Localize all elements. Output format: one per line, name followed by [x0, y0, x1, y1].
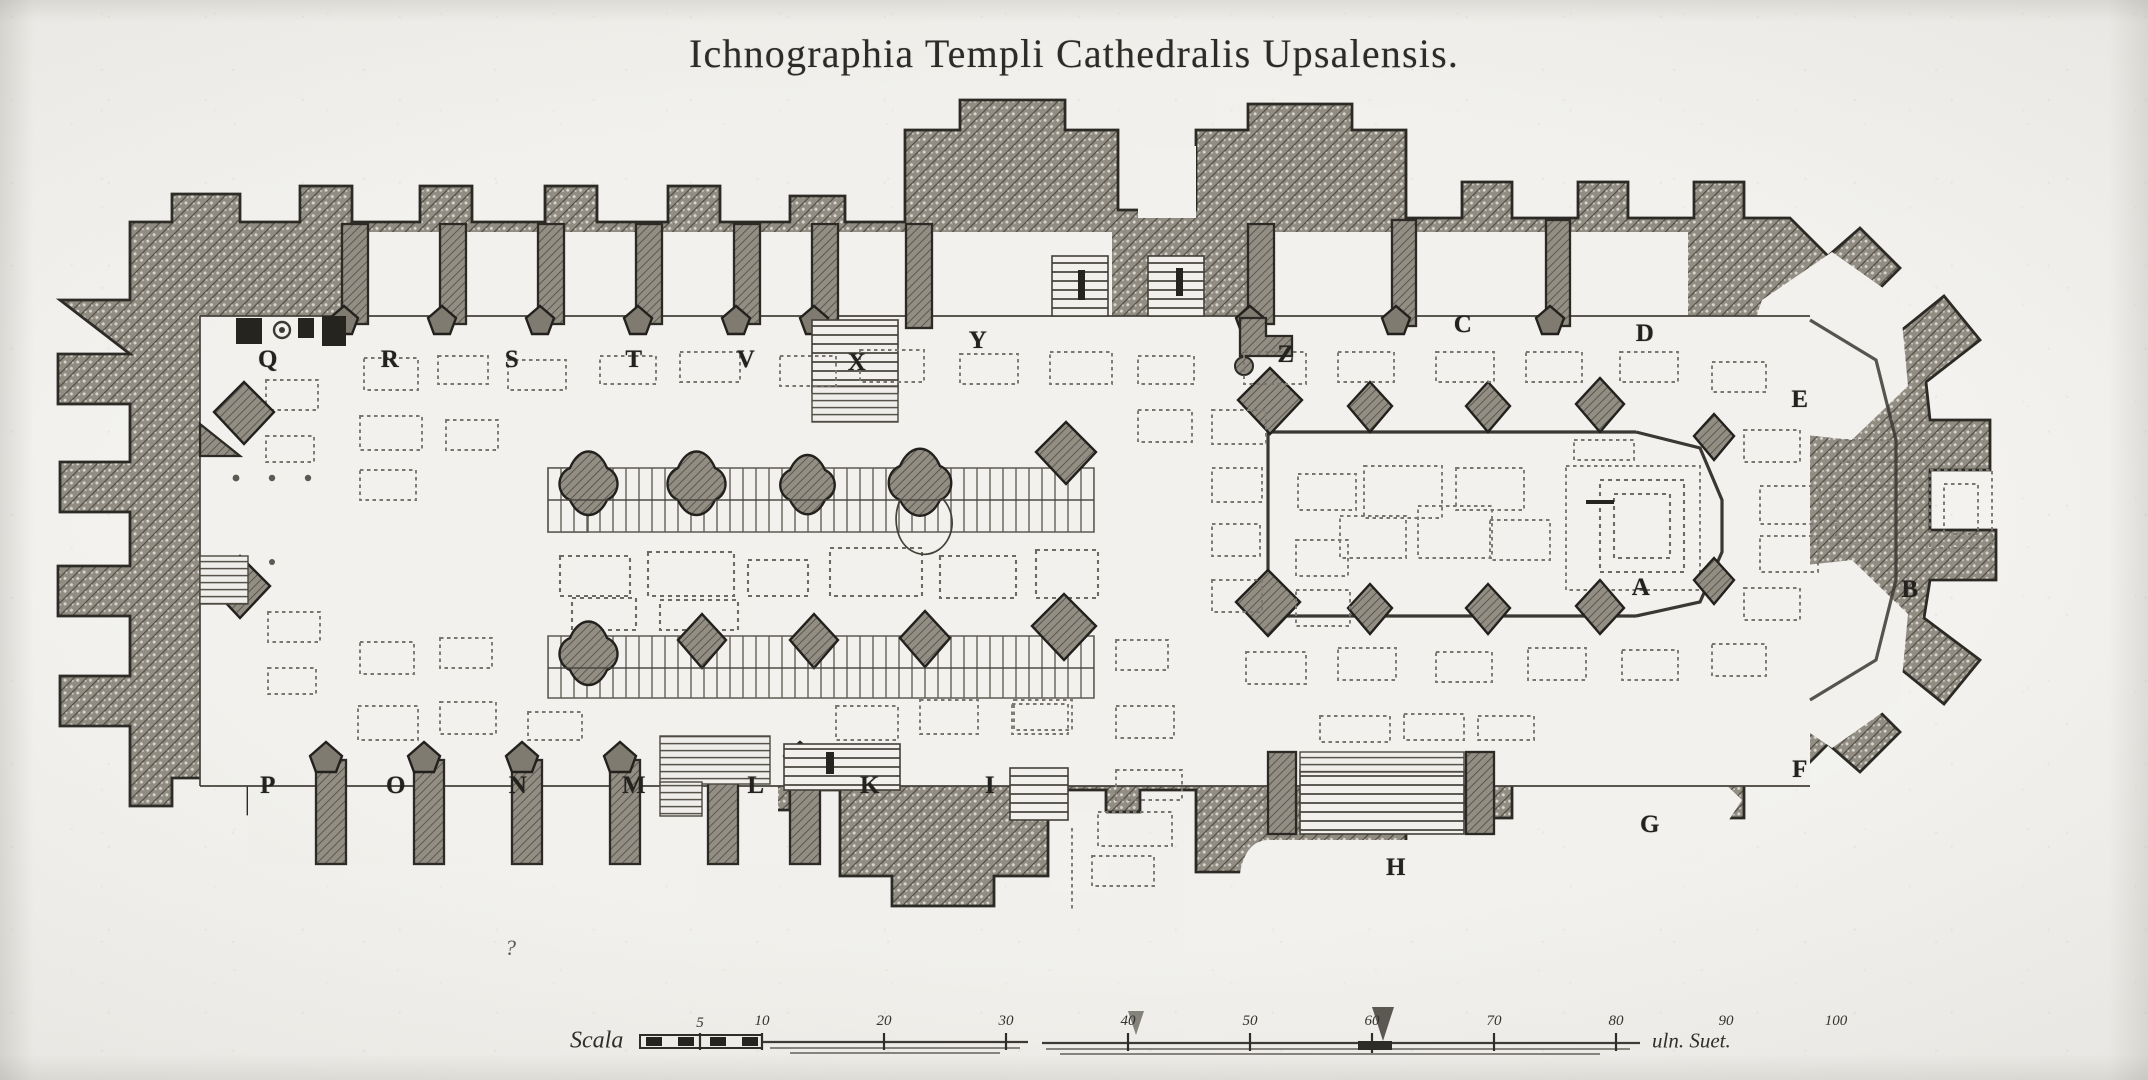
- scale-tick-60: 60: [1364, 1013, 1380, 1029]
- north-porch-stairs: [1051, 255, 1205, 317]
- label-A: A: [1631, 574, 1651, 601]
- page-title: Ichnographia Templi Cathedralis Upsalens…: [688, 31, 1460, 76]
- scale-tick-10: 10: [754, 1013, 770, 1029]
- label-T: T: [625, 346, 643, 373]
- label-D: D: [1635, 320, 1655, 347]
- scale-tick-90: 90: [1718, 1013, 1734, 1029]
- label-Q: Q: [258, 346, 278, 373]
- label-P: P: [260, 772, 276, 799]
- south-chapel-walls: [308, 735, 1069, 866]
- label-L: L: [747, 772, 765, 799]
- label-B: B: [1901, 576, 1919, 603]
- scale-label-right: uln. Suet.: [1652, 1028, 1731, 1053]
- label-O: O: [386, 772, 406, 799]
- north-chapel-walls: [198, 222, 934, 458]
- label-Y: Y: [968, 327, 988, 354]
- northeast-chapel-walls: [1234, 218, 1572, 376]
- label-E: E: [1791, 386, 1809, 413]
- scale-tick-5: 5: [696, 1015, 704, 1031]
- scale-tick-100: 100: [1824, 1013, 1848, 1029]
- label-S: S: [504, 346, 520, 373]
- label-X: X: [847, 349, 867, 376]
- porch-markings: [1013, 699, 1183, 912]
- label-Z: Z: [1277, 341, 1295, 368]
- choir-and-ambulatory: [1211, 318, 1993, 702]
- label-F: F: [1792, 756, 1808, 783]
- scale-tick-80: 80: [1608, 1013, 1624, 1029]
- label-V: V: [736, 346, 756, 373]
- nave-seating-and-piers: [199, 349, 1195, 741]
- scale-bar: Scala uln. Suet.: [0, 1005, 2148, 1075]
- scale-bar-graphic: [639, 1007, 1640, 1055]
- scale-tick-40: 40: [1120, 1013, 1136, 1029]
- sacristy-stairs: [1266, 713, 1535, 836]
- label-I: I: [984, 772, 996, 799]
- label-C: C: [1453, 311, 1473, 338]
- label-H: H: [1386, 854, 1406, 881]
- scale-tick-30: 30: [998, 1013, 1014, 1029]
- scale-tick-70: 70: [1486, 1013, 1502, 1029]
- scale-label-left: Scala: [570, 1027, 624, 1054]
- label-K: K: [860, 772, 880, 799]
- interior-spaces: [200, 146, 1908, 924]
- label-M: M: [621, 772, 647, 799]
- stray-question-mark: ?: [505, 935, 516, 960]
- label-R: R: [380, 346, 400, 373]
- label-N: N: [508, 772, 528, 799]
- scale-tick-20: 20: [876, 1013, 892, 1029]
- scale-tick-50: 50: [1242, 1013, 1258, 1029]
- label-G: G: [1640, 811, 1660, 838]
